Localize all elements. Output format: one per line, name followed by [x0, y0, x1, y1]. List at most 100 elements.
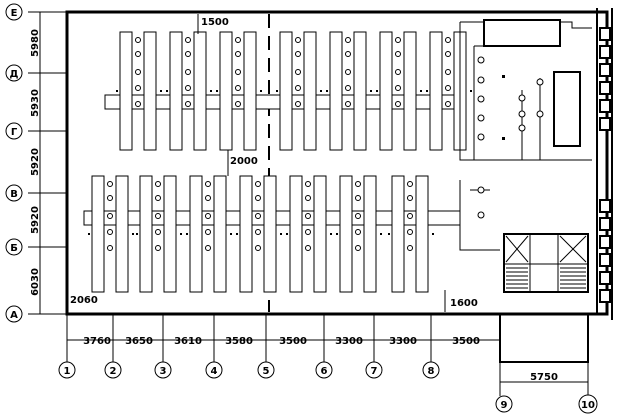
column-axis-bubble-1: 1: [58, 361, 76, 379]
window-6: [599, 199, 611, 213]
upper-rack-6-0: [429, 31, 443, 151]
window-4: [599, 99, 611, 113]
svg-text:6: 6: [321, 366, 328, 377]
lower-marker: [280, 233, 282, 235]
upper-fixture: [295, 69, 301, 75]
window-0: [599, 27, 611, 41]
svg-text:7: 7: [371, 366, 378, 377]
svg-text:Е: Е: [11, 8, 18, 19]
row-axis-bubble-В: В: [5, 184, 23, 202]
lower-marker: [88, 233, 90, 235]
upper-fixture: [445, 37, 451, 43]
row-axis-bubble-Г: Г: [5, 122, 23, 140]
upper-fixture: [445, 51, 451, 57]
upper-fixture: [235, 101, 241, 107]
lower-fixture: [355, 245, 361, 251]
col-dim-1: 3760: [83, 336, 111, 347]
lower-rack-5-1: [363, 175, 377, 293]
upper-rack-0-0: [119, 31, 133, 151]
lower-rack-6-0: [391, 175, 405, 293]
lower-fixture: [407, 245, 413, 251]
svg-text:Б: Б: [10, 243, 18, 254]
upper-marker: [320, 90, 322, 92]
lower-marker: [380, 233, 382, 235]
lower-rack-5-0: [339, 175, 353, 293]
lower-rack-0-0: [91, 175, 105, 293]
column-axis-bubble-9: 9: [495, 395, 513, 413]
lower-fixture: [407, 195, 413, 201]
window-3: [599, 81, 611, 95]
upper-fixture: [395, 51, 401, 57]
lower-fixture: [107, 195, 113, 201]
svg-text:1: 1: [64, 366, 71, 377]
equipment-right: [553, 71, 581, 147]
upper-rack-1-0: [169, 31, 183, 151]
lower-fixture: [107, 245, 113, 251]
column-axis-bubble-3: 3: [154, 361, 172, 379]
upper-fixture: [395, 101, 401, 107]
svg-text:Д: Д: [10, 69, 19, 80]
upper-fixture: [235, 69, 241, 75]
upper-rack-3-1: [303, 31, 317, 151]
lower-marker: [132, 233, 134, 235]
lower-fixture: [255, 195, 261, 201]
upper-fixture: [185, 51, 191, 57]
upper-marker: [370, 90, 372, 92]
svg-text:8: 8: [428, 366, 435, 377]
col-dim-5: 3500: [279, 336, 307, 347]
lower-fixture: [107, 213, 113, 219]
row-axis-frame: [28, 11, 67, 315]
service-lamps: [502, 75, 505, 140]
svg-text:4: 4: [211, 366, 218, 377]
upper-fixture: [345, 85, 351, 91]
column-axis-bubble-6: 6: [315, 361, 333, 379]
lower-fixture: [155, 195, 161, 201]
column-axis-bubble-8: 8: [422, 361, 440, 379]
column-axis-bubble-5: 5: [257, 361, 275, 379]
lower-fixture: [255, 181, 261, 187]
lower-fixture: [407, 181, 413, 187]
lower-fixture: [255, 213, 261, 219]
lower-fixture: [155, 229, 161, 235]
lower-marker: [236, 233, 238, 235]
lower-marker: [136, 233, 138, 235]
lower-fixture: [355, 195, 361, 201]
lower-marker: [186, 233, 188, 235]
row-dim-5: 6030: [30, 268, 41, 296]
upper-fixture: [345, 51, 351, 57]
lower-fixture: [355, 181, 361, 187]
upper-fixture: [185, 37, 191, 43]
col-dim-4: 3580: [225, 336, 253, 347]
window-9: [599, 253, 611, 267]
lower-fixture: [107, 181, 113, 187]
note-left-gap: 2060: [70, 295, 98, 306]
upper-rack-2-0: [219, 31, 233, 151]
lower-fixture: [155, 245, 161, 251]
upper-fixture: [345, 69, 351, 75]
stair-treads: [506, 267, 586, 289]
upper-fixture: [135, 51, 141, 57]
upper-marker: [260, 90, 262, 92]
upper-marker: [420, 90, 422, 92]
lower-rack-1-0: [139, 175, 153, 293]
upper-fixture: [395, 37, 401, 43]
lower-fixture: [205, 245, 211, 251]
svg-text:9: 9: [501, 400, 508, 411]
column-axis-bubble-2: 2: [104, 361, 122, 379]
upper-fixture: [235, 37, 241, 43]
row-axis-bubble-Б: Б: [5, 238, 23, 256]
lower-fixture: [155, 181, 161, 187]
window-1: [599, 45, 611, 59]
column-axis-bubble-4: 4: [205, 361, 223, 379]
upper-marker: [166, 90, 168, 92]
lower-marker: [432, 233, 434, 235]
svg-text:Г: Г: [11, 127, 18, 138]
column-axis-frame: [66, 314, 589, 396]
note-mid-gap: 2000: [230, 156, 258, 167]
upper-rack-4-1: [353, 31, 367, 151]
lower-fixture: [205, 213, 211, 219]
row-dim-1: 5980: [30, 29, 41, 57]
upper-marker: [326, 90, 328, 92]
lower-marker: [286, 233, 288, 235]
lower-fixture: [305, 181, 311, 187]
